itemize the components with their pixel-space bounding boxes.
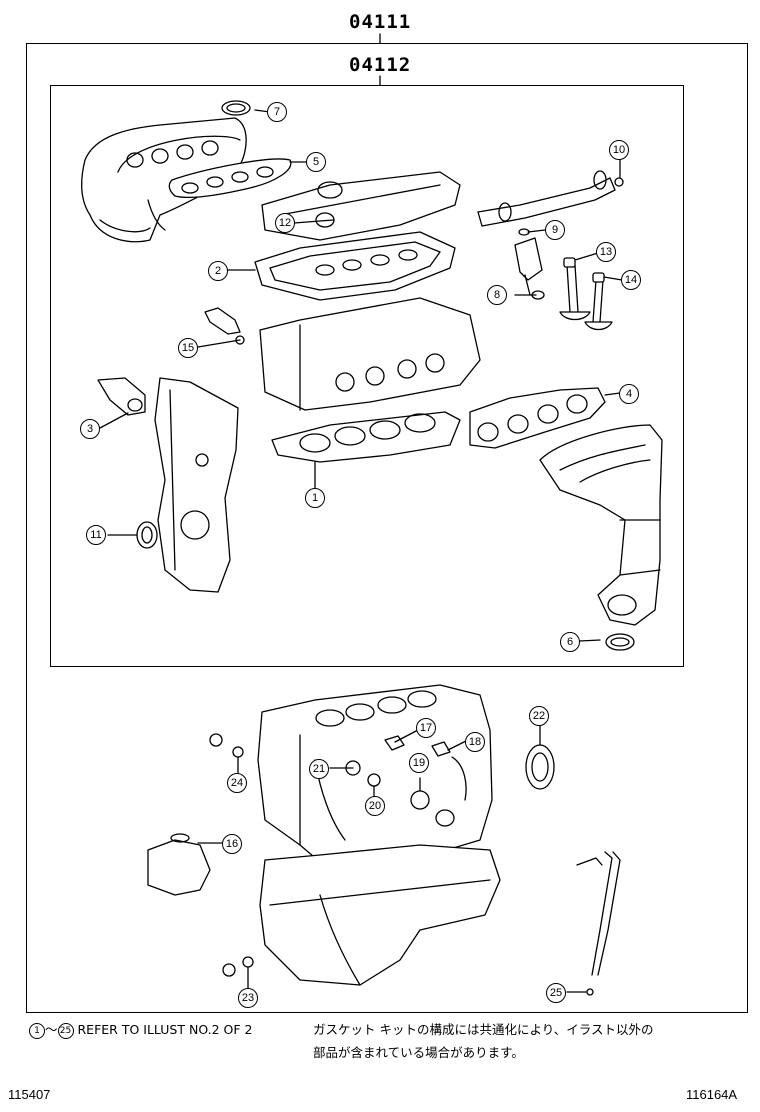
inner-kit-code: 04112	[349, 54, 412, 76]
callout-23: 23	[238, 988, 258, 1008]
callout-2: 2	[208, 261, 228, 281]
callout-9: 9	[545, 220, 565, 240]
callout-7: 7	[267, 102, 287, 122]
inner-kit-frame	[50, 85, 684, 667]
callout-10: 10	[609, 140, 629, 160]
callout-17: 17	[416, 718, 436, 738]
callout-21: 21	[309, 759, 329, 779]
fuel-rail-drawing	[477, 170, 624, 300]
callout-13: 13	[596, 242, 616, 262]
refer-note: 1～25 REFER TO ILLUST NO.2 OF 2	[29, 1019, 253, 1039]
timing-cover-drawing	[97, 377, 239, 593]
intake-gasket-drawing	[168, 158, 292, 199]
callout-8: 8	[487, 285, 507, 305]
cylinder-head-drawing	[259, 297, 481, 411]
head-gasket-drawing	[271, 411, 461, 463]
callout-5: 5	[306, 152, 326, 172]
note-japanese-line-1: ガスケット キットの構成には共通化により、イラスト以外の	[313, 1022, 654, 1037]
valve-cover-drawing	[261, 171, 461, 241]
note-end-number: 25	[57, 1022, 74, 1039]
callout-14: 14	[621, 270, 641, 290]
callout-19: 19	[409, 753, 429, 773]
oil-pan-drawing	[259, 844, 501, 986]
callout-25: 25	[546, 983, 566, 1003]
callout-3: 3	[80, 419, 100, 439]
callout-11: 11	[86, 525, 106, 545]
note-tilde: ～	[45, 1022, 58, 1037]
callout-1: 1	[305, 488, 325, 508]
note-japanese-line-2: 部品が含まれている場合があります。	[313, 1045, 524, 1060]
valves-drawing	[559, 257, 613, 331]
illustration-code-right: 116164A	[686, 1087, 738, 1102]
callout-18: 18	[465, 732, 485, 752]
callout-12: 12	[275, 213, 295, 233]
callout-4: 4	[619, 384, 639, 404]
callout-16: 16	[222, 834, 242, 854]
illustration-code-left: 115407	[8, 1087, 51, 1102]
callout-20: 20	[365, 796, 385, 816]
exhaust-gasket-drawing	[469, 387, 606, 449]
callout-6: 6	[560, 632, 580, 652]
exhaust-manifold-drawing	[539, 424, 663, 626]
callout-15: 15	[178, 338, 198, 358]
valve-cover-gasket-drawing	[254, 231, 456, 301]
outer-kit-frame	[26, 43, 748, 1013]
note-english: REFER TO ILLUST NO.2 OF 2	[77, 1022, 253, 1037]
callout-24: 24	[227, 773, 247, 793]
callout-22: 22	[529, 706, 549, 726]
outer-kit-code: 04111	[349, 11, 412, 33]
note-start-number: 1	[29, 1022, 45, 1039]
